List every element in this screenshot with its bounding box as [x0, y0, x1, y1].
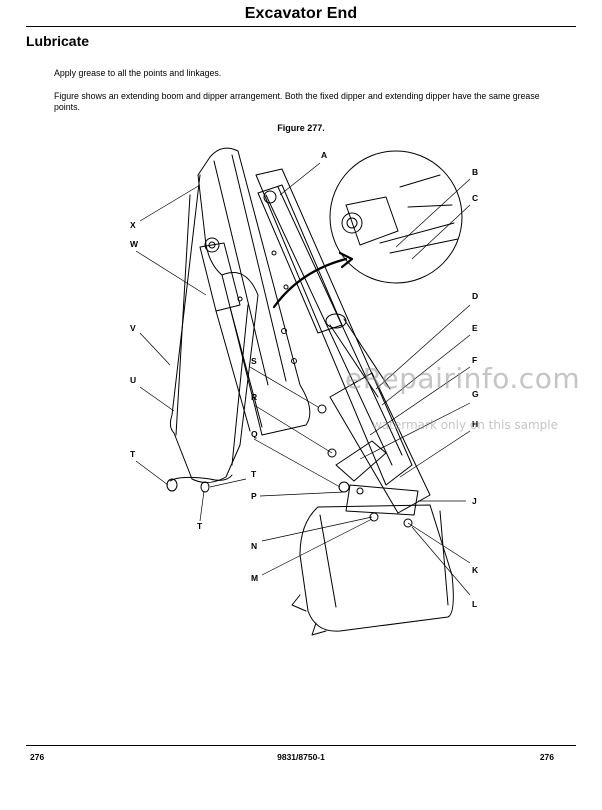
callout-x: X [130, 220, 136, 230]
boom-foot-boss-right [200, 481, 210, 493]
paragraph-grease-instruction: Apply grease to all the points and linka… [54, 68, 222, 78]
callout-n: N [251, 541, 257, 551]
callout-u: U [130, 375, 136, 385]
callout-t-bottom: T [197, 521, 203, 531]
linkage-pin-k [403, 518, 413, 528]
bucket-inner [319, 510, 449, 608]
boom-upper-plate [213, 154, 287, 386]
callout-f: F [472, 355, 477, 365]
callout-t-left: T [130, 449, 136, 459]
callout-t-right: T [251, 469, 257, 479]
callout-s: S [251, 356, 257, 366]
linkage-pin-n [369, 512, 379, 522]
callout-h: H [472, 419, 478, 429]
callout-j: J [472, 496, 477, 506]
footer-page-number-right: 276 [539, 752, 554, 762]
callout-q: Q [251, 429, 258, 439]
callout-v: V [130, 323, 136, 333]
boom-cylinder-body [199, 242, 241, 312]
callout-d: D [472, 291, 478, 301]
figure-caption: Figure 277. [277, 123, 325, 133]
bucket-outline [299, 504, 454, 632]
callout-m: M [251, 573, 258, 583]
callout-p: P [251, 491, 257, 501]
bucket-teeth [291, 594, 327, 636]
page-header-title: Excavator End [244, 5, 358, 22]
boom-foot-boss-left [166, 478, 178, 492]
linkage-pin-p [338, 481, 350, 493]
dipper-cylinder-gland [325, 313, 347, 329]
callout-k: K [472, 565, 479, 575]
excavator-grease-points-diagram: A B C D E F G H J K L M N P Q R S T T T … [130, 147, 479, 636]
callout-e: E [472, 323, 478, 333]
boom-lower-inner [175, 194, 249, 466]
dipper-cylinder-rod [329, 318, 391, 398]
callout-r: R [251, 392, 257, 402]
callout-l: L [472, 599, 477, 609]
section-heading: Lubricate [26, 33, 90, 49]
dipper-cylinder-body [257, 184, 343, 334]
boom-foot-pin [169, 474, 233, 482]
boom-cylinder-rod [215, 306, 263, 432]
detail-magnifier [329, 150, 463, 284]
dipper-lower [329, 372, 431, 514]
watermark-logo-text: eRepairinfo.com [345, 362, 581, 395]
callout-w: W [130, 239, 139, 249]
callout-g: G [472, 389, 479, 399]
callout-b: B [472, 167, 478, 177]
dipper-outline [255, 168, 413, 486]
boom-lower-arm [169, 174, 259, 483]
footer-document-number: 9831/8750-1 [277, 752, 325, 762]
callout-a: A [321, 150, 327, 160]
tipping-link [335, 440, 387, 482]
boom-outline [197, 147, 311, 436]
detail-arrow [272, 257, 348, 309]
watermark-subtext: watermark only on this sample [372, 418, 559, 432]
paragraph-figure-description: Figure shows an extending boom and dippe… [54, 91, 540, 112]
bucket-linkage [345, 484, 419, 516]
boom-cylinder-eye [204, 237, 220, 253]
callout-c: C [472, 193, 478, 203]
footer-rule [26, 745, 576, 746]
header-rule [26, 26, 576, 27]
footer-page-number-left: 276 [30, 752, 45, 762]
